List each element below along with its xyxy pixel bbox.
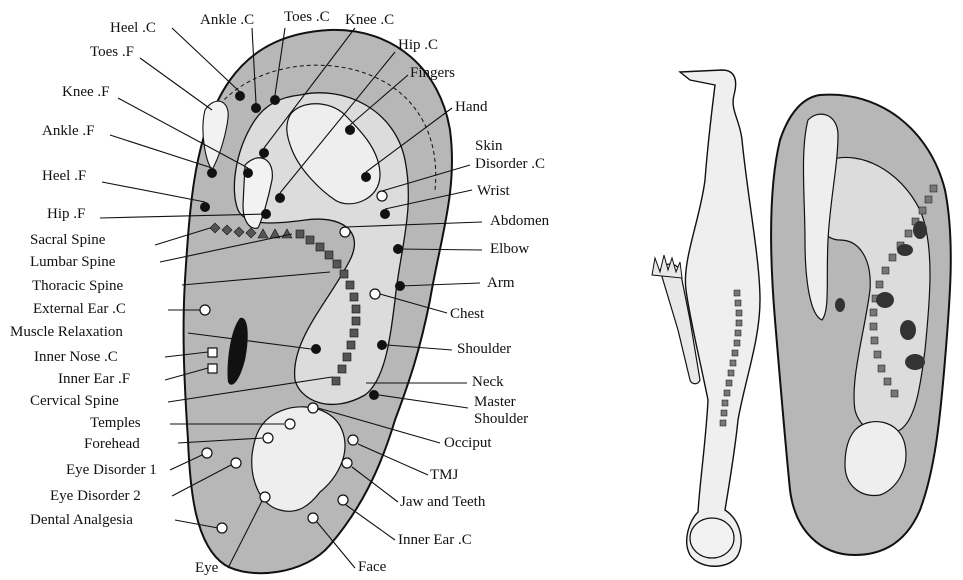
label-master: Master xyxy=(474,394,516,410)
label-occiput: Occiput xyxy=(444,435,492,451)
label-external-ear-c: External Ear .C xyxy=(33,301,126,317)
body-head xyxy=(690,518,734,558)
label-muscle-relaxation: Muscle Relaxation xyxy=(10,324,123,340)
label-hip-f: Hip .F xyxy=(47,206,85,222)
label-wrist: Wrist xyxy=(477,183,511,199)
label-toes-f: Toes .F xyxy=(90,44,134,60)
label-chest: Chest xyxy=(450,306,485,322)
label-forehead: Forehead xyxy=(84,436,140,452)
label-ankle-c: Ankle .C xyxy=(200,12,254,28)
label-inner-nose-c: Inner Nose .C xyxy=(34,349,118,365)
lumbar-spine-marks xyxy=(258,229,292,238)
label-skin: Skin xyxy=(475,138,503,154)
label-abdomen: Abdomen xyxy=(490,213,550,229)
label-fingers: Fingers xyxy=(410,65,455,81)
label-shoulder: Shoulder xyxy=(457,341,511,357)
label-cervical-spine: Cervical Spine xyxy=(30,393,119,409)
label-heel-c: Heel .C xyxy=(110,20,156,36)
label-knee-f: Knee .F xyxy=(62,84,110,100)
label-knee-c: Knee .C xyxy=(345,12,394,28)
label-temples: Temples xyxy=(90,415,141,431)
label-inner-ear-c: Inner Ear .C xyxy=(398,532,472,548)
label-inner-ear-f: Inner Ear .F xyxy=(58,371,130,387)
label-face: Face xyxy=(358,559,387,575)
label-elbow: Elbow xyxy=(490,241,529,257)
label-heel-f: Heel .F xyxy=(42,168,86,184)
ear-fetus-figure xyxy=(771,95,951,555)
label-lumbar-spine: Lumbar Spine xyxy=(30,254,116,270)
label-master-shoulder: Shoulder xyxy=(474,411,528,427)
label-dental-analgesia: Dental Analgesia xyxy=(30,512,133,528)
label-hand: Hand xyxy=(455,99,488,115)
label-eye: Eye xyxy=(195,560,219,576)
label-hip-c: Hip .C xyxy=(398,37,438,53)
label-jaw-and-teeth: Jaw and Teeth xyxy=(400,494,486,510)
label-eye-disorder-1: Eye Disorder 1 xyxy=(66,462,157,478)
label-ankle-f: Ankle .F xyxy=(42,123,95,139)
body-silhouette xyxy=(680,70,760,566)
ear-map: Heel .C Ankle .C Toes .C Knee .C Toes .F… xyxy=(10,9,550,576)
label-toes-c: Toes .C xyxy=(284,9,330,25)
label-neck: Neck xyxy=(472,374,504,390)
label-eye-disorder-2: Eye Disorder 2 xyxy=(50,488,141,504)
label-tmj: TMJ xyxy=(430,467,459,483)
label-thoracic-spine: Thoracic Spine xyxy=(32,278,124,294)
label-arm: Arm xyxy=(487,275,515,291)
inverted-body-figure xyxy=(652,70,760,566)
label-sacral-spine: Sacral Spine xyxy=(30,232,106,248)
label-skin-disorder-c: Disorder .C xyxy=(475,156,545,172)
